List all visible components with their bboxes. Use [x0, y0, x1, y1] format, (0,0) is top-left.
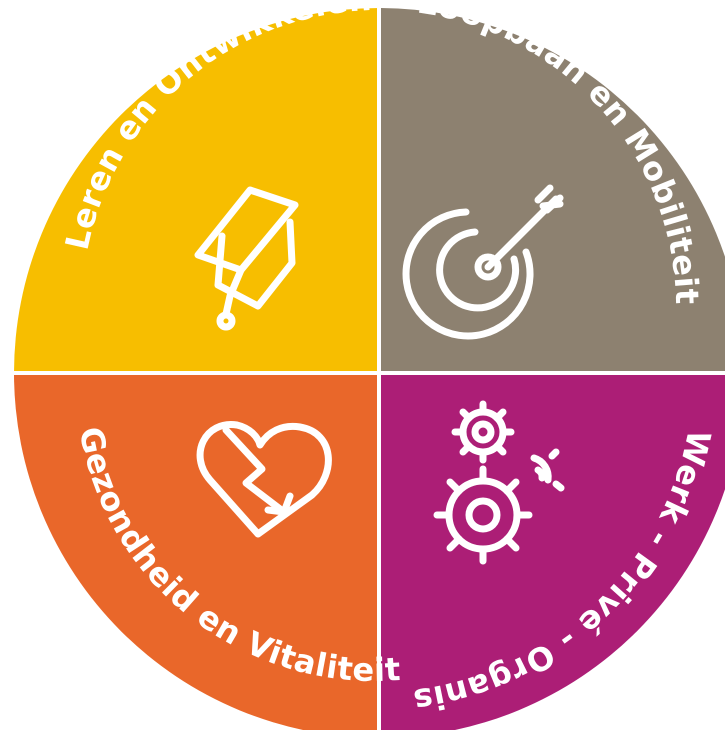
target-icon [402, 184, 564, 340]
graduation-cap-icon [194, 186, 299, 331]
heart-lightning-icon [196, 421, 332, 538]
quadrant-leren-en-ontwikkelen [14, 8, 379, 373]
quadrant-werk-prive-organisatie [379, 373, 725, 730]
quadrant-gezondheid-en-vitaliteit [14, 373, 379, 730]
gears-icon [433, 400, 565, 565]
